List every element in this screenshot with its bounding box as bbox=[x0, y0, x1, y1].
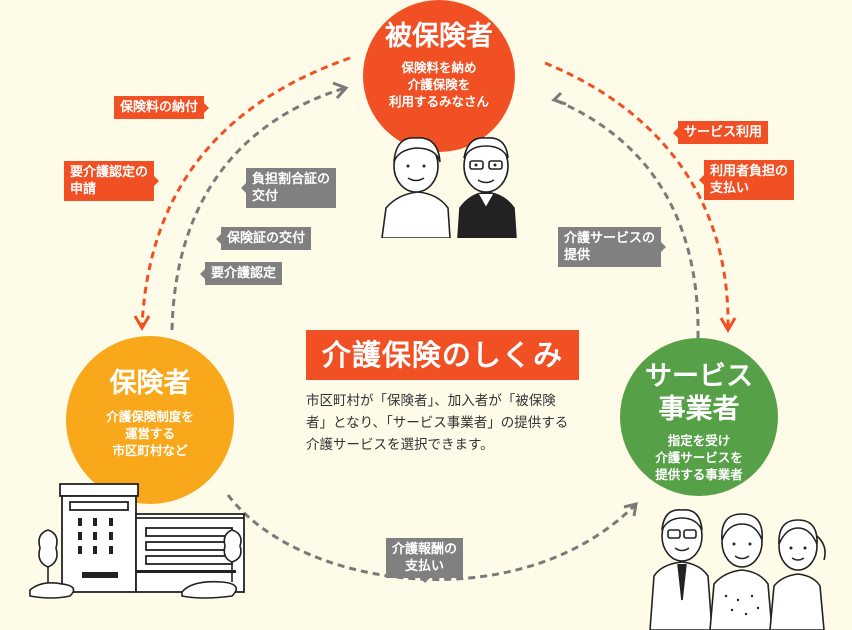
arrowhead-insured-gray bbox=[332, 81, 349, 100]
arrow-insured-to-provider bbox=[544, 61, 730, 329]
label-burden-ratio-certificate: 負担割合証の 交付 bbox=[240, 168, 337, 208]
node-insured: 被保険者 保険料を納め 介護保険を 利用するみなさん bbox=[363, 0, 515, 152]
city-hall-building-illustration bbox=[29, 483, 245, 599]
node-insurer-subtitle: 介護保険制度を 運営する 市区町村など bbox=[106, 409, 194, 458]
arrowhead-insurer bbox=[133, 315, 151, 331]
arrowhead-provider bbox=[719, 317, 737, 333]
diagram-description: 市区町村が「保険者」、加入者が「被保険 者」となり、「サービス事業者」の提供する… bbox=[306, 393, 569, 453]
arrow-insured-to-insurer bbox=[140, 56, 351, 326]
arrow-insurer-to-insured bbox=[170, 86, 346, 331]
arrow-insurer-to-provider bbox=[226, 494, 637, 581]
node-provider-title: サービス 事業者 bbox=[645, 361, 753, 425]
arrowhead-insured-right bbox=[551, 91, 567, 106]
label-care-certification: 要介護認定 bbox=[199, 262, 283, 285]
care-staff-illustration bbox=[649, 509, 826, 630]
label-care-certification-application: 要介護認定の 申請 bbox=[64, 161, 160, 201]
diagram-title: 介護保険のしくみ bbox=[306, 330, 579, 380]
node-provider: サービス 事業者 指定を受け 介護サービスを 提供する事業者 bbox=[620, 338, 778, 496]
label-premium-payment: 保険料の納付 bbox=[114, 96, 210, 119]
label-care-service-provision: 介護サービスの 提供 bbox=[558, 227, 667, 267]
label-user-copayment: 利用者負担の 支払い bbox=[698, 160, 795, 200]
node-insured-title: 被保険者 bbox=[385, 21, 493, 52]
arrowhead-provider-bottom bbox=[623, 501, 638, 517]
node-insurer: 保険者 介護保険制度を 運営する 市区町村など bbox=[66, 336, 234, 504]
label-care-fee-payment: 介護報酬の 支払い bbox=[386, 538, 464, 583]
node-provider-subtitle: 指定を受け 介護サービスを 提供する事業者 bbox=[655, 433, 743, 482]
node-insured-subtitle: 保険料を納め 介護保険を 利用するみなさん bbox=[388, 60, 489, 109]
elderly-couple-illustration bbox=[381, 137, 517, 238]
node-insurer-title: 保険者 bbox=[109, 368, 191, 399]
label-insurance-card-issue: 保険証の交付 bbox=[215, 227, 312, 250]
label-service-use: サービス利用 bbox=[672, 121, 769, 144]
arrow-provider-to-insured bbox=[554, 98, 700, 339]
